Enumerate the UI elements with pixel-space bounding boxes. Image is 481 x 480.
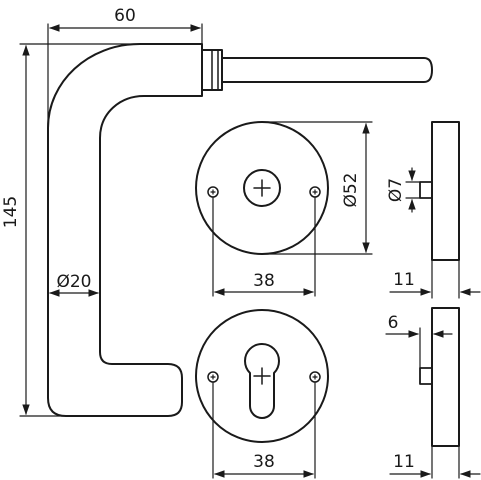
lever-handle — [47, 43, 433, 417]
dimension-label-38-bottom: 38 — [253, 452, 275, 472]
dimension-pin-diameter: Ø7 — [386, 167, 421, 213]
dimension-screw-spacing-bottom: 38 — [212, 382, 316, 479]
dimension-rose-diameter: Ø52 — [261, 121, 373, 255]
keyhole-circle — [243, 169, 281, 207]
dimension-handle-diameter: Ø20 — [48, 272, 100, 297]
bottom-rose-side-view — [419, 307, 460, 447]
dimension-rose-thickness-top: 11 — [389, 259, 481, 299]
screw-icon — [207, 186, 219, 198]
bottom-rose — [195, 309, 329, 443]
dimension-label-diameter-7: Ø7 — [386, 178, 406, 202]
cylinder-cutout — [244, 342, 280, 419]
dimension-rose-thickness-bottom: 11 — [389, 445, 481, 479]
dimension-handle-width: 60 — [47, 6, 203, 129]
dimension-escutcheon-offset: 6 — [385, 313, 453, 369]
dimension-label-11-bottom: 11 — [393, 452, 415, 472]
dimension-label-145: 145 — [1, 196, 21, 228]
dimension-label-60: 60 — [114, 6, 136, 26]
top-rose — [195, 121, 329, 255]
dimension-screw-spacing-top: 38 — [212, 197, 316, 297]
center-cross-icon — [253, 367, 271, 385]
screw-icon — [309, 186, 321, 198]
spindle — [221, 57, 433, 83]
dimension-handle-height: 145 — [1, 43, 141, 417]
pin — [419, 181, 433, 199]
screw-icon — [207, 371, 219, 383]
cylinder-stub — [419, 367, 433, 385]
dimension-label-6: 6 — [388, 313, 399, 333]
top-rose-side-view — [419, 121, 460, 261]
center-cross-icon — [253, 179, 271, 197]
dimension-label-diameter-52: Ø52 — [341, 172, 361, 207]
dimension-label-38-top: 38 — [253, 271, 275, 291]
dimension-label-11-top: 11 — [393, 270, 415, 290]
dimension-label-diameter-20: Ø20 — [56, 272, 91, 292]
screw-icon — [309, 371, 321, 383]
